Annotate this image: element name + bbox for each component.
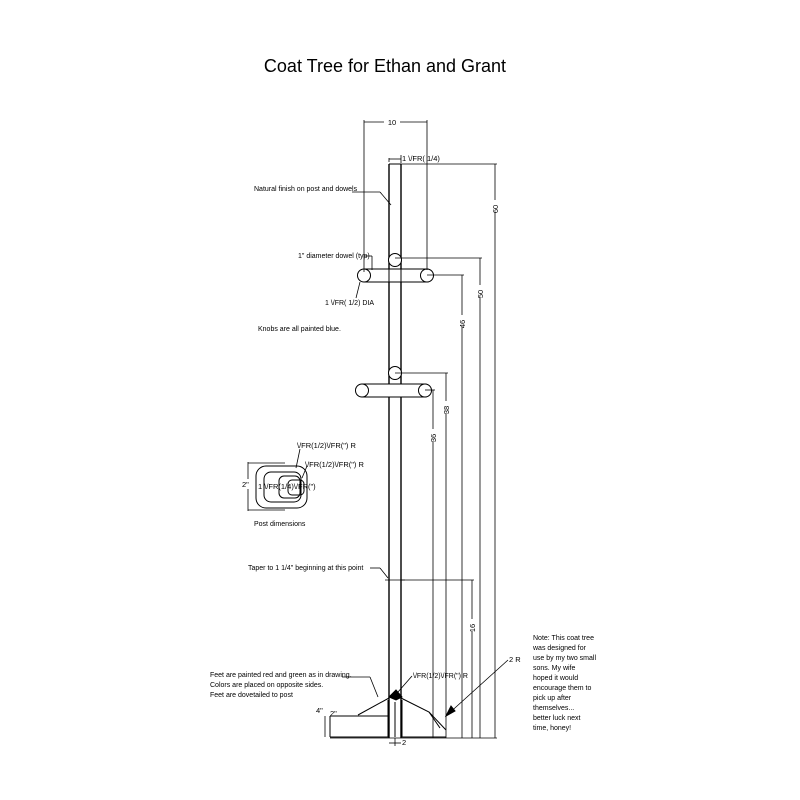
- svg-text:Note: This coat tree: Note: This coat tree: [533, 635, 594, 642]
- designer-note: Note: This coat tree was designed for us…: [532, 635, 596, 732]
- dim-36: 36: [425, 389, 438, 738]
- drawing-title: Coat Tree for Ethan and Grant: [264, 56, 506, 76]
- dim-base: 2: [330, 737, 497, 747]
- callout-taper: Taper to 1 1/4" beginning at this point: [248, 565, 389, 579]
- svg-text:38: 38: [442, 406, 451, 414]
- callout-feet: Feet are painted red and green as in dra…: [210, 672, 379, 699]
- knob: [388, 253, 402, 267]
- svg-text:better luck next: better luck next: [533, 715, 581, 722]
- svg-text:1 \/FR(1/4)\/FR("): 1 \/FR(1/4)\/FR("): [258, 482, 316, 491]
- callout-finish: Natural finish on post and dowels: [254, 186, 392, 206]
- svg-text:pick up after: pick up after: [533, 695, 572, 702]
- svg-text:50: 50: [476, 290, 485, 298]
- svg-text:Taper to 1 1/4" beginning at t: Taper to 1 1/4" beginning at this point: [248, 565, 363, 572]
- svg-text:1" diameter dowel (typ): 1" diameter dowel (typ): [298, 253, 370, 260]
- dim-38: 38: [395, 372, 451, 738]
- dim-top-width: 10: [363, 117, 428, 272]
- callout-dia: 1 \/FR( 1/2) DIA: [325, 281, 374, 307]
- svg-text:\/FR(1/2)\/FR(") R: \/FR(1/2)\/FR(") R: [305, 460, 364, 469]
- svg-text:Knobs are all painted blue.: Knobs are all painted blue.: [258, 326, 341, 333]
- lower-dowel: [355, 366, 432, 398]
- svg-text:Feet are painted red and green: Feet are painted red and green as in dra…: [210, 672, 352, 679]
- svg-text:2 R: 2 R: [509, 655, 521, 664]
- knob: [420, 268, 434, 283]
- svg-text:time, honey!: time, honey!: [533, 725, 571, 732]
- svg-text:\/FR(1/2)\/FR(") R: \/FR(1/2)\/FR(") R: [297, 441, 356, 450]
- svg-text:60: 60: [491, 205, 500, 213]
- svg-text:1 \/FR( 1/2) DIA: 1 \/FR( 1/2) DIA: [325, 300, 374, 307]
- dim-2r: 2 R: [444, 655, 521, 718]
- svg-text:encourage them to: encourage them to: [533, 685, 591, 692]
- svg-text:sons. My wife: sons. My wife: [533, 665, 576, 672]
- svg-text:Natural finish on post and dow: Natural finish on post and dowels: [254, 186, 358, 193]
- svg-text:2: 2: [402, 738, 406, 747]
- svg-text:46: 46: [458, 320, 467, 328]
- callout-dowel: 1" diameter dowel (typ): [298, 253, 373, 270]
- svg-text:10: 10: [388, 118, 396, 127]
- svg-text:\/FR(1/2)\/FR(") R: \/FR(1/2)\/FR(") R: [413, 673, 468, 680]
- svg-text:2": 2": [330, 709, 337, 718]
- svg-text:Post dimensions: Post dimensions: [254, 521, 306, 528]
- callout-foot-radius: \/FR(1/2)\/FR(") R: [397, 673, 468, 693]
- dim-60: 60: [401, 163, 500, 738]
- dim-foot-height: 4" 2": [316, 706, 337, 737]
- callout-knobs: Knobs are all painted blue.: [258, 326, 341, 333]
- dim-50: 50: [395, 257, 485, 738]
- post-detail: \/FR(1/2)\/FR(") R \/FR(1/2)\/FR(") R 2"…: [241, 441, 364, 528]
- dim-46: 46: [427, 274, 467, 738]
- svg-text:4": 4": [316, 706, 323, 715]
- svg-text:themselves...: themselves...: [533, 705, 574, 712]
- svg-text:2": 2": [242, 480, 249, 489]
- feet: [329, 689, 447, 738]
- svg-text:Feet are dovetailed to post: Feet are dovetailed to post: [210, 692, 293, 699]
- knob: [418, 383, 432, 398]
- dim-cap: 1 \/FR( 1/4): [388, 154, 440, 163]
- svg-text:use by my two small: use by my two small: [533, 655, 596, 662]
- svg-text:36: 36: [429, 434, 438, 442]
- svg-text:was designed for: was designed for: [532, 645, 587, 652]
- svg-text:hoped it would: hoped it would: [533, 675, 578, 682]
- upper-dowel: [357, 253, 434, 283]
- dim-16: 16: [401, 579, 477, 738]
- svg-text:Colors are placed on opposite: Colors are placed on opposite sides.: [210, 682, 323, 689]
- post: [385, 163, 405, 738]
- svg-text:16: 16: [468, 624, 477, 632]
- knob: [355, 383, 369, 398]
- svg-text:1 \/FR( 1/4): 1 \/FR( 1/4): [402, 154, 440, 163]
